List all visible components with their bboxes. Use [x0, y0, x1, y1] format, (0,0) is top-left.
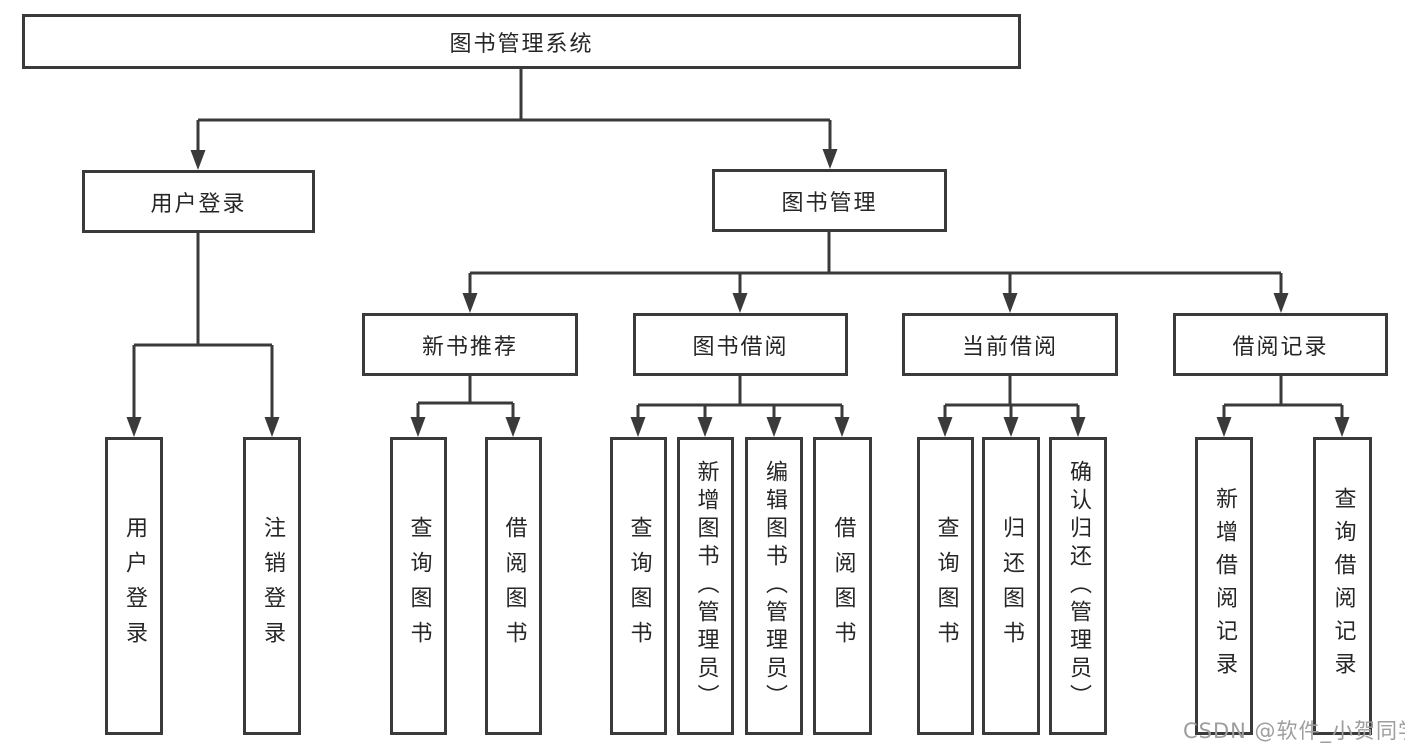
leaf-recommend-query-books-label: 查询图书	[406, 516, 432, 656]
leaf-recommend-borrow-books: 借阅图书	[485, 437, 542, 735]
leaf-add-books-admin-label: 新增图书（管理员）	[693, 460, 719, 712]
node-root: 图书管理系统	[22, 14, 1021, 69]
leaf-add-books-admin: 新增图书（管理员）	[677, 437, 734, 735]
node-borrowing-records: 借阅记录	[1173, 313, 1388, 376]
leaf-borrowing-query-books: 查询图书	[610, 437, 667, 735]
node-root-label: 图书管理系统	[449, 31, 594, 57]
leaf-recommend-query-books: 查询图书	[390, 437, 447, 735]
leaf-recommend-borrow-books-label: 借阅图书	[501, 516, 527, 656]
leaf-user-login: 用户登录	[105, 437, 163, 735]
node-borrowing-records-label: 借阅记录	[1232, 334, 1329, 360]
node-book-borrowing: 图书借阅	[633, 313, 848, 376]
leaf-query-borrow-record: 查询借阅记录	[1313, 437, 1372, 735]
leaf-current-query-books-label: 查询图书	[933, 516, 959, 656]
leaf-logout: 注销登录	[243, 437, 301, 735]
leaf-edit-books-admin-label: 编辑图书（管理员）	[762, 460, 787, 712]
node-new-book-recommend: 新书推荐	[362, 313, 578, 376]
node-book-borrowing-label: 图书借阅	[692, 334, 789, 360]
arrowheads	[126, 149, 1350, 437]
leaf-return-books-label: 归还图书	[999, 516, 1024, 656]
leaf-confirm-return-admin-label: 确认归还（管理员）	[1066, 460, 1091, 712]
node-current-borrowing-label: 当前借阅	[961, 334, 1058, 360]
leaf-add-borrow-record-label: 新增借阅记录	[1212, 487, 1237, 685]
leaf-logout-label: 注销登录	[260, 516, 285, 656]
leaf-borrowing-borrow-books: 借阅图书	[813, 437, 872, 735]
leaf-user-login-label: 用户登录	[122, 516, 147, 656]
leaf-current-query-books: 查询图书	[917, 437, 974, 735]
node-current-borrowing: 当前借阅	[902, 313, 1118, 376]
leaf-return-books: 归还图书	[982, 437, 1040, 735]
watermark-text: CSDN @软件_小贺同学	[1183, 719, 1405, 743]
node-user-login: 用户登录	[82, 170, 315, 233]
leaf-query-borrow-record-label: 查询借阅记录	[1330, 487, 1356, 685]
node-user-login-label: 用户登录	[150, 191, 247, 217]
node-book-management-label: 图书管理	[781, 190, 878, 216]
leaf-edit-books-admin: 编辑图书（管理员）	[745, 437, 803, 735]
leaf-borrowing-query-books-label: 查询图书	[626, 516, 652, 656]
leaf-borrowing-borrow-books-label: 借阅图书	[830, 516, 856, 656]
node-new-book-recommend-label: 新书推荐	[421, 334, 518, 360]
node-book-management: 图书管理	[712, 169, 947, 232]
leaf-add-borrow-record: 新增借阅记录	[1195, 437, 1253, 735]
leaf-confirm-return-admin: 确认归还（管理员）	[1049, 437, 1107, 735]
